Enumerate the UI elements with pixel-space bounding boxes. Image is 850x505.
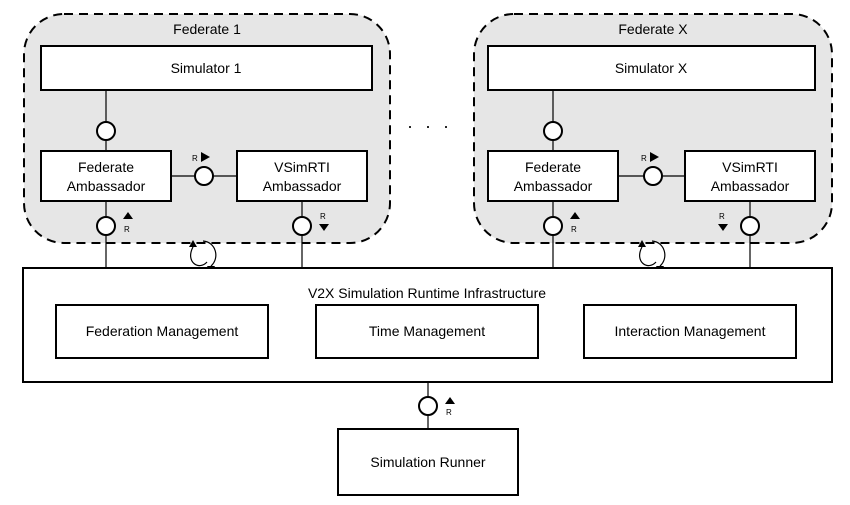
rti-title: V2X Simulation Runtime Infrastructure <box>308 285 546 301</box>
arrow-right-icon <box>201 152 210 162</box>
vsimrti-1-ambassador-label-line2: Ambassador <box>263 178 342 194</box>
vsimrti-1-ambassador-box <box>236 150 368 202</box>
federate-1-ambassador-bottom-interface-icon <box>96 216 116 236</box>
federate-1-ambassador-label-line1: Federate <box>78 159 134 175</box>
federate-x-r-marker-left: R <box>571 225 577 234</box>
simulator-1-interface-icon <box>96 121 116 141</box>
vsimrti-x-ambassador-label-line1: VSimRTI <box>722 159 778 175</box>
arrow-up-icon <box>123 212 133 219</box>
simulator-x-box <box>487 45 816 91</box>
arrow-right-icon <box>650 152 659 162</box>
time-management-box <box>315 304 539 359</box>
federate-1-r-marker-left: R <box>124 225 130 234</box>
federate-x-ambassador-label-line1: Federate <box>525 159 581 175</box>
time-management-label: Time Management <box>369 323 485 339</box>
runner-interface-icon <box>418 396 438 416</box>
simulator-1-box <box>40 45 373 91</box>
federation-management-box <box>55 304 269 359</box>
simulator-x-interface-icon <box>543 121 563 141</box>
vsimrti-x-bottom-interface-icon <box>740 216 760 236</box>
simulator-1-label: Simulator 1 <box>171 60 242 76</box>
simulation-runner-box <box>337 428 519 496</box>
vsimrti-x-ambassador-label-line2: Ambassador <box>711 178 790 194</box>
vsimrti-1-bottom-interface-icon <box>292 216 312 236</box>
federation-management-label: Federation Management <box>86 323 239 339</box>
runner-r-marker: R <box>446 408 452 417</box>
simulation-runner-label: Simulation Runner <box>370 454 486 470</box>
federate-x-title: Federate X <box>618 21 688 37</box>
federate-1-rti-interface-icon <box>194 166 214 186</box>
federate-x-rti-interface-icon <box>643 166 663 186</box>
arrow-up-icon <box>445 397 455 404</box>
federate-x-ambassador-box <box>487 150 619 202</box>
federate-x: Federate X Simulator X Federate Ambassad… <box>473 13 833 268</box>
federate-x-r-marker-right: R <box>719 212 725 221</box>
interaction-management-label: Interaction Management <box>615 323 766 339</box>
simulator-x-label: Simulator X <box>615 60 688 76</box>
federates-ellipsis: . . . <box>407 112 452 132</box>
vsimrti-1-ambassador-label-line1: VSimRTI <box>274 159 330 175</box>
federate-1-ambassador-label-line2: Ambassador <box>67 178 146 194</box>
federate-1-title: Federate 1 <box>173 21 241 37</box>
federate-1-r-marker-right: R <box>320 212 326 221</box>
arrow-down-icon <box>718 224 728 231</box>
federate-x-r-marker-mid: R <box>641 154 647 163</box>
federate-1-r-marker-mid: R <box>192 154 198 163</box>
federate-x-ambassador-label-line2: Ambassador <box>514 178 593 194</box>
federate-x-ambassador-bottom-interface-icon <box>543 216 563 236</box>
arrow-down-icon <box>319 224 329 231</box>
federate-1: Federate 1 Simulator 1 Federate Ambassad… <box>23 13 391 268</box>
vsimrti-x-ambassador-box <box>684 150 816 202</box>
simulation-runner: R Simulation Runner <box>337 382 519 496</box>
rti: V2X Simulation Runtime Infrastructure Fe… <box>22 267 833 383</box>
arrow-up-icon <box>570 212 580 219</box>
interaction-management-box <box>583 304 797 359</box>
